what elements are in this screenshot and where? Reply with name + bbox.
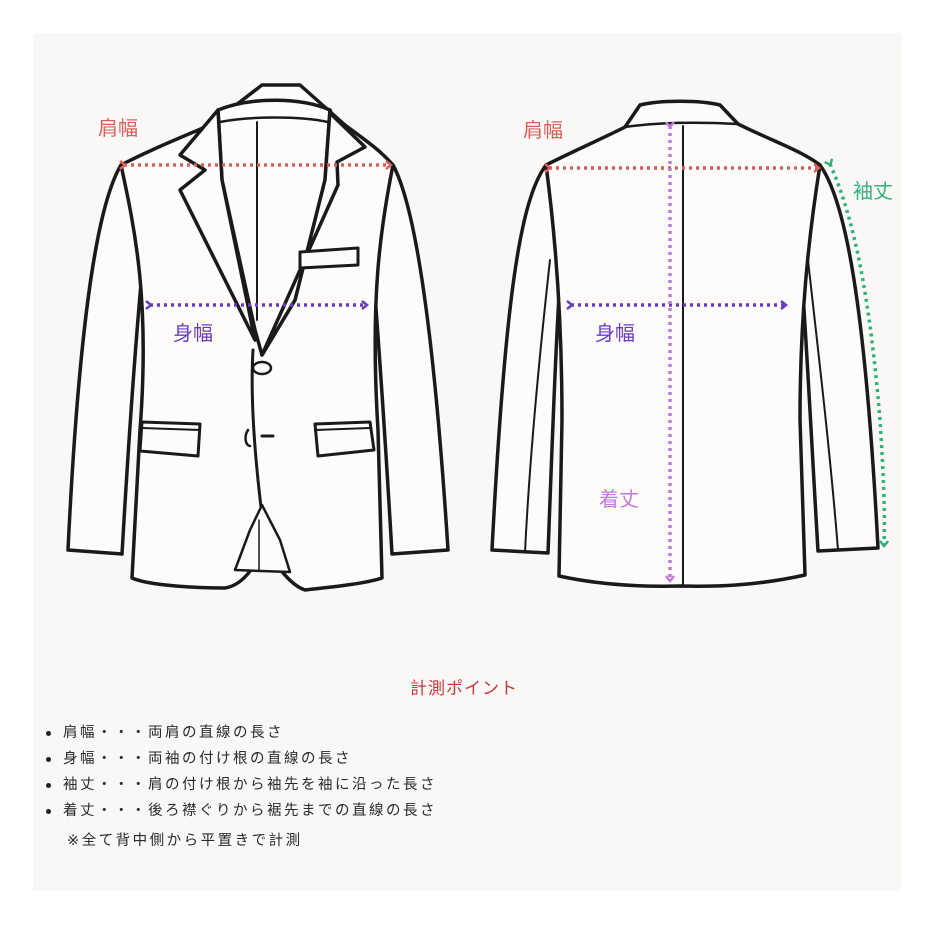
item-term: 身幅 [63,751,97,767]
item-term: 肩幅 [63,725,97,741]
item-term: 袖丈 [63,777,97,793]
bullet-icon [46,730,51,736]
back-shoulder-label: 肩幅 [523,118,563,142]
front-chest-label: 身幅 [173,321,213,345]
item-separator: ・・・ [97,751,148,767]
measurement-note: ※全て背中側から平置きで計測 [67,833,303,849]
sleeve-length-arrow [824,158,890,548]
front-shoulder-label: 肩幅 [98,116,138,140]
back-jacket [490,99,880,588]
bullet-icon [46,782,51,788]
item-description: 両袖の付け根の直線の長さ [148,751,352,767]
bullet-icon [46,756,51,762]
list-item: 着丈 ・・・ 後ろ襟ぐりから裾先までの直線の長さ [46,798,437,824]
item-description: 両肩の直線の長さ [148,725,284,741]
back-chest-label: 身幅 [595,321,635,345]
item-description: 肩の付け根から袖先を袖に沿った長さ [148,777,437,793]
list-item: 肩幅 ・・・ 両肩の直線の長さ [46,720,437,746]
item-separator: ・・・ [97,803,148,819]
list-item: 身幅 ・・・ 両袖の付け根の直線の長さ [46,746,437,772]
list-item: 袖丈 ・・・ 肩の付け根から袖先を袖に沿った長さ [46,772,437,798]
front-jacket [66,83,450,592]
item-separator: ・・・ [97,777,148,793]
bullet-icon [46,808,51,814]
item-separator: ・・・ [97,725,148,741]
item-description: 後ろ襟ぐりから裾先までの直線の長さ [148,803,437,819]
measurement-points-title: 計測ポイント [410,679,518,699]
measurement-list: 肩幅 ・・・ 両肩の直線の長さ 身幅 ・・・ 両袖の付け根の直線の長さ 袖丈 ・… [46,720,437,824]
back-length-label: 着丈 [599,487,639,511]
item-term: 着丈 [63,803,97,819]
back-sleeve-label: 袖丈 [853,179,893,203]
